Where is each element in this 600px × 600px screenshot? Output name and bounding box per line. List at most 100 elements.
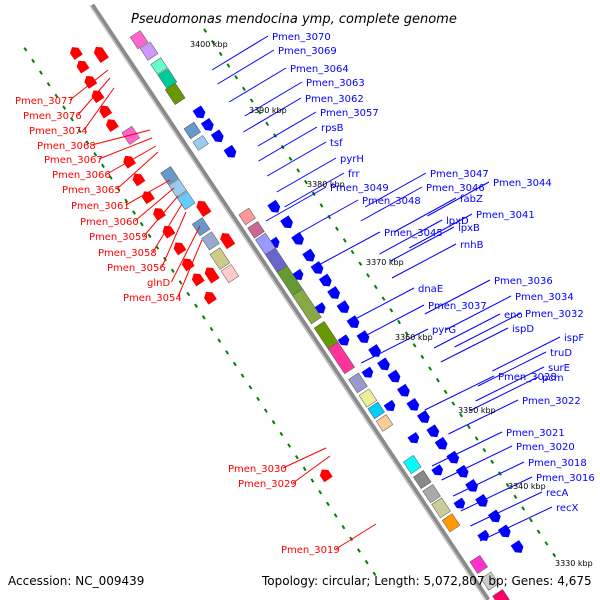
scale-dot [170, 268, 175, 273]
scale-dot [435, 378, 440, 383]
gene-label-right: eno [504, 310, 523, 321]
gene-arrow [223, 144, 237, 158]
scale-dots [23, 28, 557, 577]
gene-arrow [426, 424, 440, 438]
scale-dot [505, 482, 510, 488]
accession-text: Accession: NC_009439 [8, 574, 144, 588]
scale-dot [108, 175, 113, 180]
gene-block [238, 207, 256, 226]
gene-arrow [70, 47, 83, 60]
scale-dot [521, 506, 526, 511]
gene-label-right: Pmen_3069 [278, 46, 337, 57]
gene-arrow [106, 119, 119, 133]
scale-dot [552, 552, 557, 558]
scale-dot [31, 58, 36, 64]
gene-arrow [510, 540, 524, 553]
gene-label-right: Pmen_3028 [498, 372, 557, 383]
gene-arrow [132, 173, 146, 187]
gene-block [192, 135, 209, 151]
scale-dot [178, 280, 183, 285]
scale-dot [466, 424, 471, 430]
scale-dot [210, 40, 215, 45]
scale-dot [62, 105, 67, 110]
scale-dot [482, 447, 487, 453]
gene-arrow [361, 366, 374, 378]
scale-dot [325, 501, 330, 507]
tick-label: 3390 kbp [249, 106, 287, 115]
scale-dot [459, 412, 464, 418]
gene-block [413, 470, 432, 490]
gene-label-right: lpxD [446, 216, 469, 227]
gene-block [160, 166, 179, 186]
gene-label-right: Pmen_3070 [272, 32, 331, 43]
gene-label-right: dnaE [418, 284, 443, 295]
scale-dot [397, 319, 401, 325]
gene-block [431, 497, 451, 519]
gene-block [480, 571, 500, 591]
gene-label-right: Pmen_3034 [515, 292, 574, 303]
scale-dot [240, 373, 245, 378]
gene-arrow [123, 155, 136, 169]
gene-label-right: Pmen_3037 [428, 301, 487, 312]
gene-label-left: Pmen_3074 [29, 126, 88, 137]
gene-label-right: Pmen_3022 [522, 396, 581, 407]
gene-label-left: Pmen_3076 [23, 111, 82, 122]
gene-block [422, 484, 441, 504]
scale-dot [201, 315, 206, 320]
scale-dot [38, 70, 43, 75]
scale-dot [209, 326, 214, 332]
gene-arrow [153, 208, 166, 221]
scale-dot [234, 75, 239, 80]
gene-label-right: surE [548, 363, 570, 374]
gene-arrow [397, 383, 410, 397]
scale-dot [279, 431, 284, 437]
gene-arrow [387, 369, 401, 383]
gene-label-left: Pmen_3067 [44, 155, 103, 166]
scale-dot [490, 459, 495, 465]
gene-arrow [267, 199, 281, 213]
gene-arrow [181, 258, 195, 272]
tick-label: 3380 kbp [307, 180, 345, 189]
scale-dot [186, 291, 191, 297]
scale-dot [257, 109, 262, 115]
gene-block [292, 288, 322, 325]
scale-dot [226, 63, 231, 68]
gene-block [183, 121, 201, 140]
gene-arrow [204, 291, 217, 305]
scale-dot [536, 529, 541, 534]
gene-label-right: Pmen_3016 [536, 473, 595, 484]
scale-dot [287, 443, 292, 448]
scale-dot [218, 51, 223, 57]
gene-block [139, 41, 159, 61]
gene-arrow [99, 105, 113, 119]
scale-dot [77, 128, 82, 134]
scale-dot [241, 86, 246, 92]
gene-arrow [191, 273, 205, 287]
gene-arrow [173, 242, 187, 256]
gene-block [469, 554, 488, 574]
gene-arrow [162, 225, 176, 239]
gene-arrow [302, 248, 316, 262]
gene-label-left: Pmen_3065 [62, 185, 121, 196]
scale-dot [318, 489, 323, 495]
scale-dot [23, 47, 28, 52]
gene-label-left: Pmen_3056 [107, 263, 166, 274]
gene-label-right: frr [348, 169, 360, 180]
gene-label-right: Pmen_3062 [305, 94, 364, 105]
gene-label-right: Pmen_3045 [384, 228, 443, 239]
gene-label-right: pcm [542, 373, 564, 384]
scale-dot [85, 140, 90, 145]
scale-dot [373, 284, 378, 290]
scale-dot [194, 303, 198, 308]
scale-dot [335, 226, 339, 231]
gene-arrow [377, 357, 390, 371]
gene-label-right: rnhB [460, 240, 484, 251]
scale-dot [296, 168, 301, 173]
scale-dot [271, 420, 276, 425]
scale-dot [288, 156, 293, 162]
scale-dot [310, 478, 315, 483]
gene-label-right: Pmen_3049 [330, 183, 389, 194]
gene-block [201, 231, 220, 251]
scale-dot [327, 214, 332, 220]
gene-features [70, 30, 524, 600]
